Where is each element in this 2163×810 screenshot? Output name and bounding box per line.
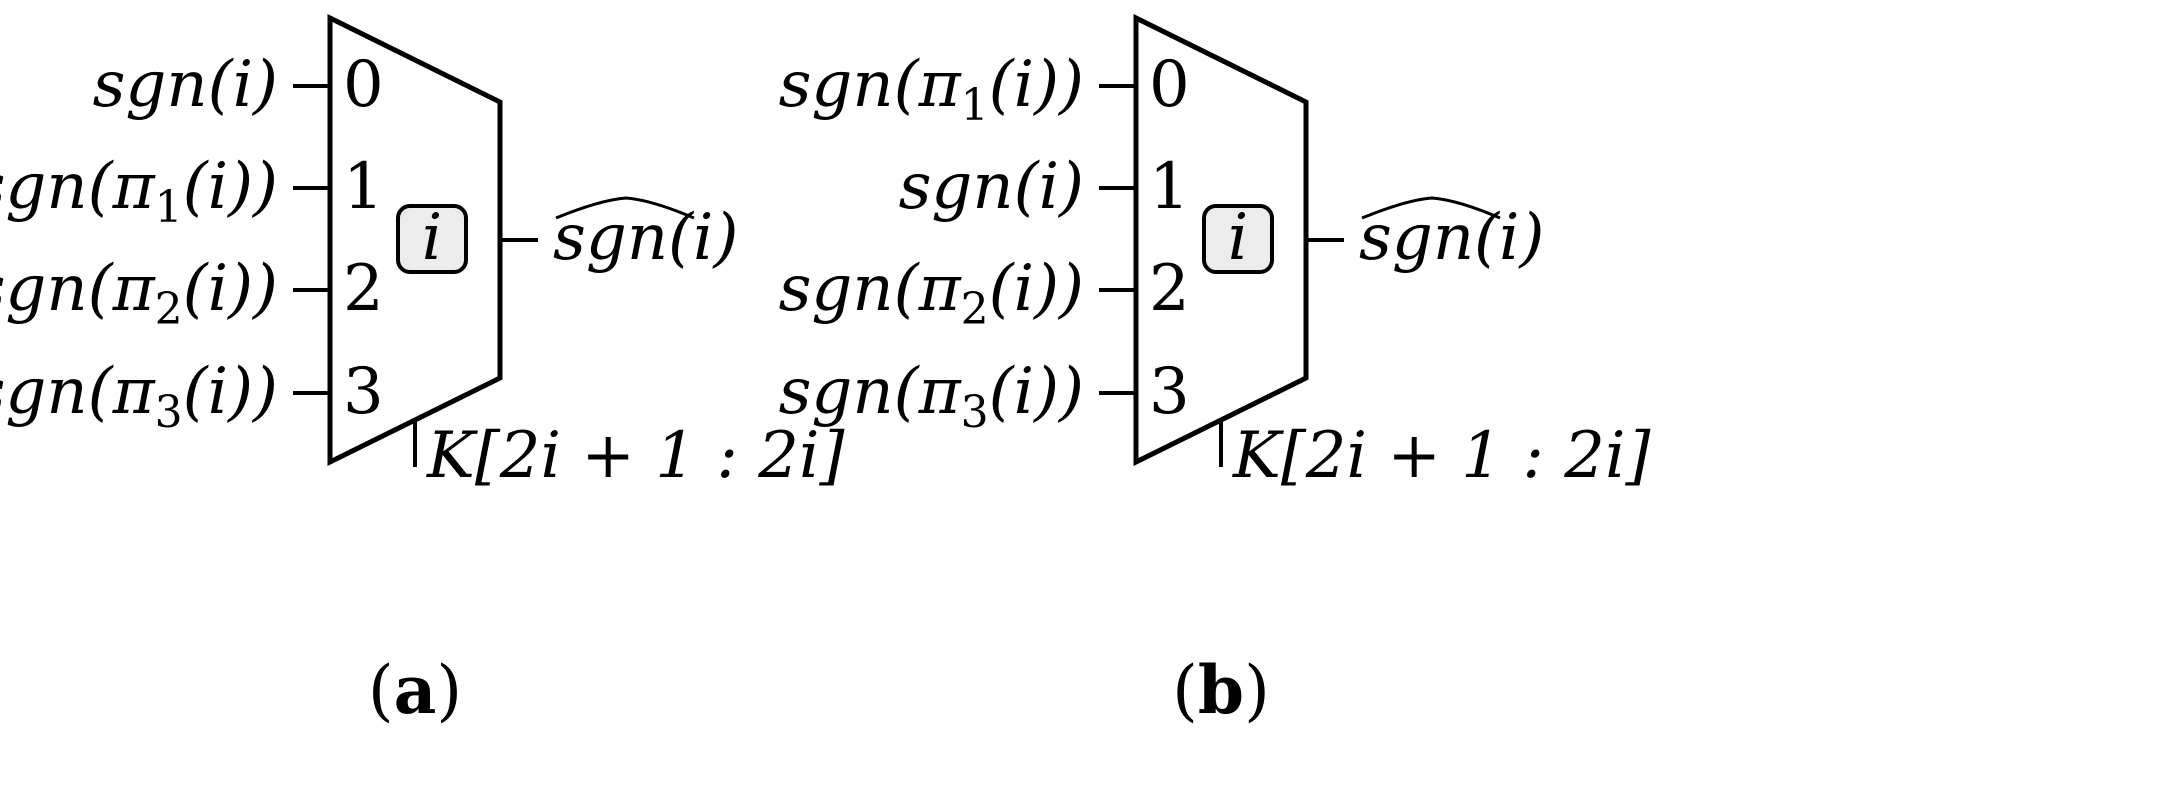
wide-hat-accent xyxy=(555,196,695,220)
signal-function: sgn( xyxy=(779,355,921,429)
caption-paren: ) xyxy=(1244,652,1270,729)
multiplexer-panel-a: 0sgn(i)1sgn(π1(i))2sgn(π2(i))3sgn(π3(i))… xyxy=(0,13,845,729)
signal-function: sgn( xyxy=(93,48,235,122)
panel-caption: (a) xyxy=(368,651,462,729)
signal-function: sgn( xyxy=(0,252,115,326)
input-index-0: 0 xyxy=(1149,48,1190,122)
pi-subscript: 1 xyxy=(155,182,183,233)
signal-argument: i) xyxy=(1039,150,1084,224)
wide-hat-accent xyxy=(1361,196,1501,220)
pi-subscript: 3 xyxy=(155,387,183,438)
pi-symbol: π xyxy=(112,150,156,224)
input-signal-label: sgn(π3(i)) xyxy=(779,355,1084,438)
signal-argument: (i)) xyxy=(989,252,1084,326)
output-signal-label: sgn(i) xyxy=(553,201,738,275)
pi-symbol: π xyxy=(918,252,962,326)
signal-function: sgn( xyxy=(779,48,921,122)
signal-function: sgn( xyxy=(0,150,115,224)
signal-function: sgn( xyxy=(0,355,115,429)
pi-subscript: 3 xyxy=(961,387,989,438)
pi-subscript: 2 xyxy=(961,284,989,335)
caption-letter: b xyxy=(1198,651,1244,729)
pi-subscript: 1 xyxy=(961,80,989,131)
signal-argument: i) xyxy=(233,48,278,122)
signal-argument: (i)) xyxy=(989,355,1084,429)
caption-paren: ( xyxy=(1172,652,1198,729)
input-index-0: 0 xyxy=(343,48,384,122)
input-signal-label: sgn(π3(i)) xyxy=(0,355,278,438)
signal-argument: (i)) xyxy=(989,48,1084,122)
input-index-2: 2 xyxy=(343,252,384,326)
pi-symbol: π xyxy=(918,48,962,122)
caption-paren: ) xyxy=(436,652,462,729)
pi-symbol: π xyxy=(112,355,156,429)
signal-argument: (i)) xyxy=(183,355,278,429)
input-index-1: 1 xyxy=(343,150,384,224)
output-signal-label: sgn(i) xyxy=(1359,201,1544,275)
mux-body xyxy=(1133,13,1309,467)
select-label: K[2i + 1 : 2i] xyxy=(426,419,845,493)
signal-function: sgn( xyxy=(779,252,921,326)
pi-symbol: π xyxy=(918,355,962,429)
input-signal-label: sgn(i) xyxy=(93,48,278,122)
input-signal-label: sgn(π2(i)) xyxy=(0,252,278,335)
panel-caption: (b) xyxy=(1172,651,1270,729)
signal-function: sgn( xyxy=(899,150,1041,224)
input-signal-label: sgn(π2(i)) xyxy=(779,252,1084,335)
input-signal-label: sgn(π1(i)) xyxy=(0,150,278,233)
output-function: sgn xyxy=(1359,201,1474,275)
caption-letter: a xyxy=(394,651,437,729)
pi-subscript: 2 xyxy=(155,284,183,335)
input-index-1: 1 xyxy=(1149,150,1190,224)
input-index-3: 3 xyxy=(343,355,384,429)
signal-argument: (i)) xyxy=(183,150,278,224)
input-index-3: 3 xyxy=(1149,355,1190,429)
pi-symbol: π xyxy=(112,252,156,326)
mux-body xyxy=(327,13,503,467)
input-signal-label: sgn(i) xyxy=(899,150,1084,224)
output-function: sgn xyxy=(553,201,668,275)
mux-index-label: i xyxy=(422,201,442,275)
input-index-2: 2 xyxy=(1149,252,1190,326)
mux-index-box xyxy=(396,204,468,274)
mux-index-label: i xyxy=(1228,201,1248,275)
caption-paren: ( xyxy=(368,652,394,729)
select-label: K[2i + 1 : 2i] xyxy=(1232,419,1651,493)
signal-argument: (i)) xyxy=(183,252,278,326)
input-signal-label: sgn(π1(i)) xyxy=(779,48,1084,131)
mux-index-box xyxy=(1202,204,1274,274)
multiplexer-panel-b: 0sgn(π1(i))1sgn(i)2sgn(π2(i))3sgn(π3(i))… xyxy=(779,13,1651,729)
